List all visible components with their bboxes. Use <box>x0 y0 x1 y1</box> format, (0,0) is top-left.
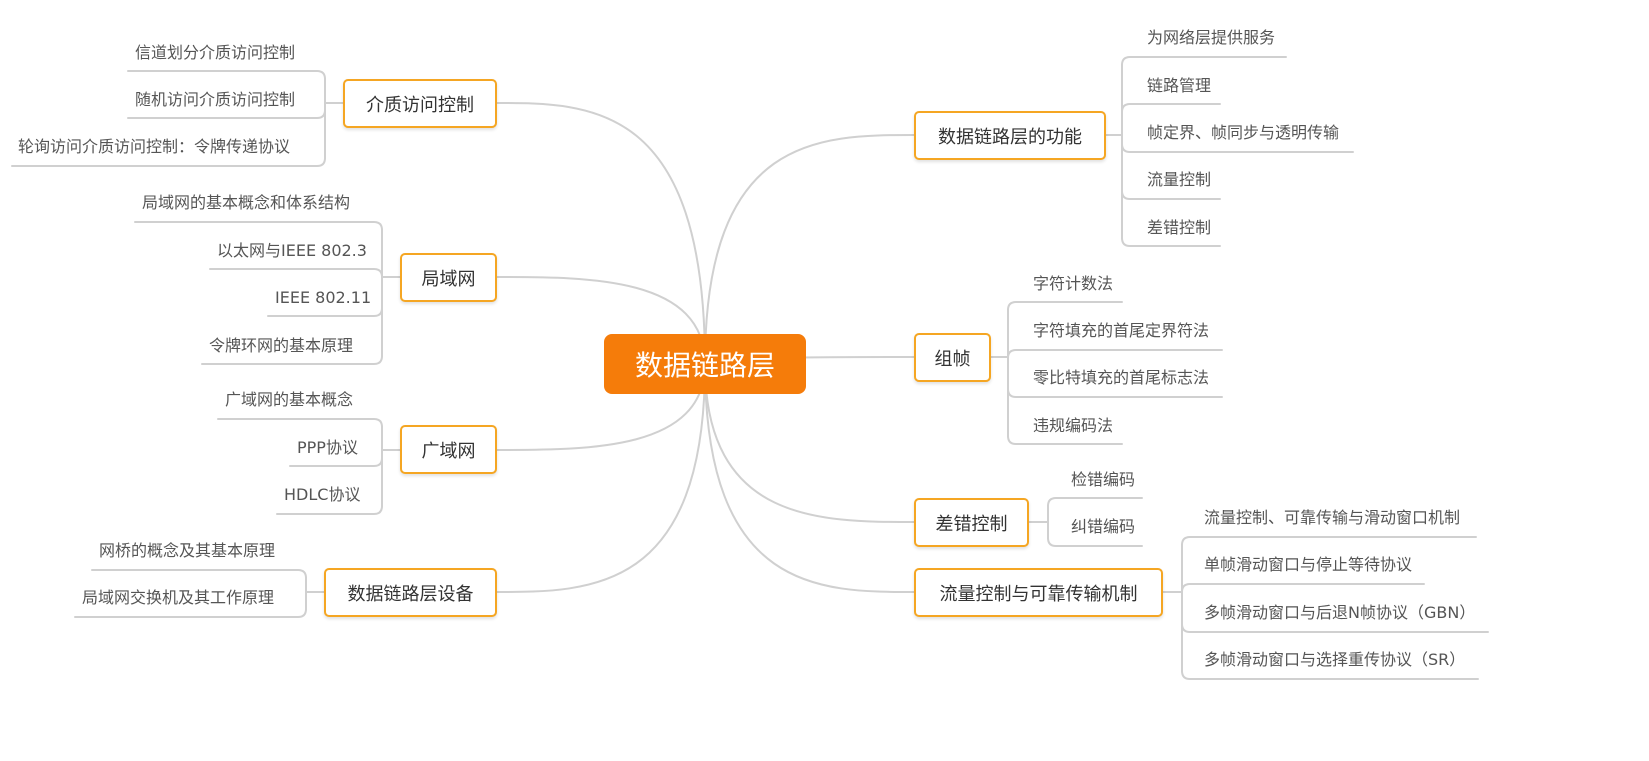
leaf-error-control[interactable]: 差错控制 <box>1147 218 1212 237</box>
branch-framing[interactable]: 组帧 <box>914 333 991 382</box>
lan-leaf-line-1 <box>209 268 383 278</box>
leaf-sliding-window[interactable]: 流量控制、可靠传输与滑动窗口机制 <box>1204 508 1461 527</box>
leaf-char-stuffing[interactable]: 字符填充的首尾定界符法 <box>1033 321 1210 340</box>
wan-leaf-line-2 <box>276 505 383 515</box>
flowctl-leaf-line-1 <box>1181 583 1425 593</box>
root-node[interactable]: 数据链路层 <box>604 334 806 394</box>
leaf-gbn[interactable]: 多帧滑动窗口与后退N帧协议（GBN） <box>1204 603 1476 622</box>
branch-link-layer-devices[interactable]: 数据链路层设备 <box>324 568 497 617</box>
leaf-ppp[interactable]: PPP协议 <box>297 438 358 457</box>
flowctl-leaf-line-2 <box>1181 623 1489 633</box>
branch-error-control[interactable]: 差错控制 <box>914 498 1029 547</box>
framing-leaf-line-1 <box>1007 349 1223 359</box>
devices-leaf-line-1 <box>74 608 307 618</box>
wan-leaf-line-1 <box>289 457 383 467</box>
leaf-flow-control[interactable]: 流量控制 <box>1147 170 1212 189</box>
branch-connector-4 <box>704 134 915 365</box>
lan-leaf-line-3 <box>201 355 383 365</box>
functions-leaf-line-3 <box>1121 190 1221 200</box>
framing-leaf-line-2 <box>1007 388 1223 398</box>
leaf-code-violation[interactable]: 违规编码法 <box>1033 416 1114 435</box>
functions-leaf-line-0 <box>1121 56 1287 66</box>
branch-link-layer-functions[interactable]: 数据链路层的功能 <box>914 111 1106 160</box>
branch-flow-control-reliable-transport[interactable]: 流量控制与可靠传输机制 <box>914 568 1163 617</box>
mac-leaf-line-1 <box>127 109 326 119</box>
lan-leaf-line-0 <box>134 221 383 231</box>
leaf-bridge[interactable]: 网桥的概念及其基本原理 <box>99 541 276 560</box>
branch-media-access-control[interactable]: 介质访问控制 <box>343 79 497 128</box>
errctl-leaf-line-1 <box>1047 537 1143 547</box>
leaf-char-count[interactable]: 字符计数法 <box>1033 274 1114 293</box>
leaf-random-access-mac[interactable]: 随机访问介质访问控制 <box>135 90 296 109</box>
leaf-channel-partition-mac[interactable]: 信道划分介质访问控制 <box>135 43 296 62</box>
leaf-bit-stuffing[interactable]: 零比特填充的首尾标志法 <box>1033 368 1210 387</box>
leaf-ieee-80211[interactable]: IEEE 802.11 <box>275 288 372 307</box>
leaf-lan-concepts[interactable]: 局域网的基本概念和体系结构 <box>142 193 351 212</box>
leaf-sr[interactable]: 多帧滑动窗口与选择重传协议（SR） <box>1204 650 1466 669</box>
leaf-frame-delimiting[interactable]: 帧定界、帧同步与透明传输 <box>1147 123 1340 142</box>
framing-leaf-line-0 <box>1007 301 1123 311</box>
branch-connector-0 <box>496 102 706 365</box>
flowctl-leaf-line-3 <box>1181 670 1479 680</box>
branch-connector-7 <box>704 363 915 593</box>
mac-leaf-line-2 <box>11 157 326 167</box>
functions-leaf-line-2 <box>1121 143 1354 153</box>
branch-wan[interactable]: 广域网 <box>400 425 497 474</box>
framing-leaf-line-3 <box>1007 435 1123 445</box>
branch-connector-3 <box>496 363 706 593</box>
functions-leaf-line-4 <box>1121 237 1221 247</box>
wan-leaf-line-0 <box>217 418 383 428</box>
leaf-error-detection-coding[interactable]: 检错编码 <box>1071 470 1136 489</box>
leaf-error-correction-coding[interactable]: 纠错编码 <box>1071 517 1136 536</box>
leaf-link-management[interactable]: 链路管理 <box>1147 76 1212 95</box>
leaf-polling-access-mac[interactable]: 轮询访问介质访问控制：令牌传递协议 <box>18 137 291 156</box>
errctl-leaf-line-0 <box>1047 497 1143 507</box>
leaf-lan-switch[interactable]: 局域网交换机及其工作原理 <box>82 588 275 607</box>
leaf-ethernet-8023[interactable]: 以太网与IEEE 802.3 <box>217 241 367 260</box>
functions-leaf-line-1 <box>1121 103 1221 113</box>
leaf-stop-and-wait[interactable]: 单帧滑动窗口与停止等待协议 <box>1204 555 1413 574</box>
leaf-wan-concepts[interactable]: 广域网的基本概念 <box>225 390 354 409</box>
branch-lan[interactable]: 局域网 <box>400 253 497 302</box>
leaf-hdlc[interactable]: HDLC协议 <box>284 485 361 504</box>
flowctl-leaf-line-0 <box>1181 536 1477 546</box>
lan-leaf-line-2 <box>267 307 383 317</box>
devices-leaf-line-0 <box>91 569 307 579</box>
leaf-service-to-network-layer[interactable]: 为网络层提供服务 <box>1147 28 1276 47</box>
branch-connector-6 <box>704 363 915 523</box>
mac-leaf-line-0 <box>127 70 326 80</box>
leaf-token-ring[interactable]: 令牌环网的基本原理 <box>209 336 354 355</box>
